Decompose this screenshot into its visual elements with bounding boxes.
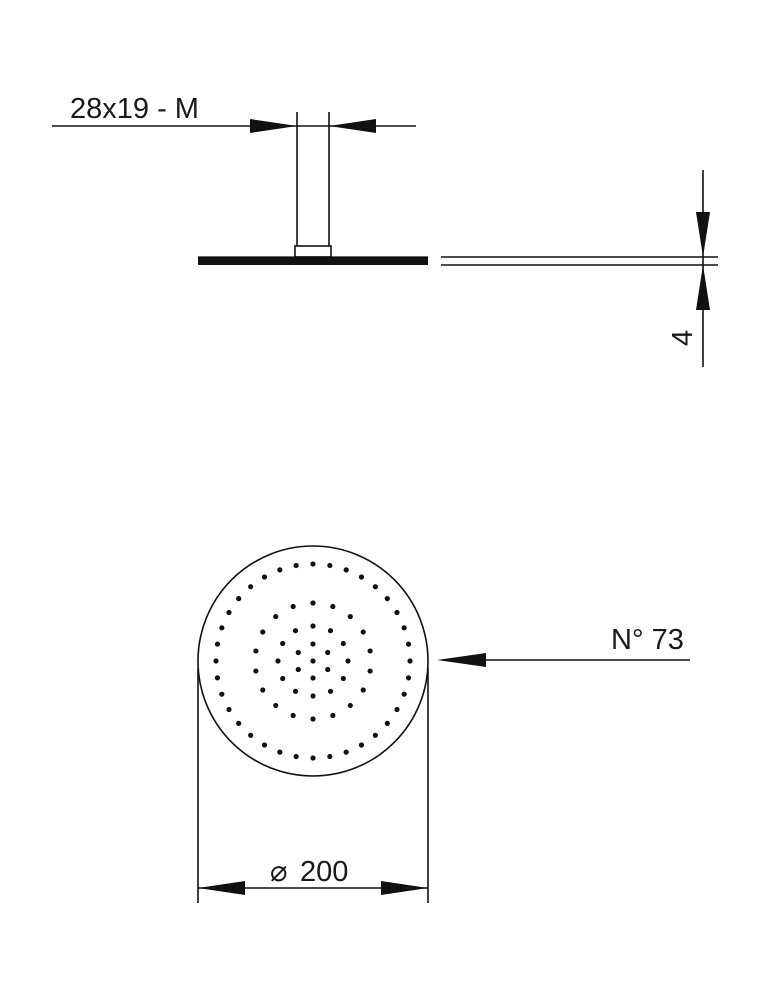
nozzle-dot bbox=[310, 623, 316, 629]
nozzle-dot bbox=[372, 584, 378, 590]
nozzle-dot bbox=[394, 706, 400, 713]
nozzle-dot bbox=[292, 628, 299, 634]
top-view: N° 73 ⌀ 200 bbox=[197, 545, 690, 903]
nozzle-dot bbox=[213, 658, 219, 664]
nozzle-pattern bbox=[213, 561, 413, 761]
pipe bbox=[294, 112, 332, 258]
nozzle-dot bbox=[260, 687, 266, 693]
thickness-arrow-bottom bbox=[696, 265, 710, 310]
nozzle-dot bbox=[248, 584, 254, 590]
nozzle-dot bbox=[327, 628, 334, 634]
nozzle-dot bbox=[261, 574, 268, 580]
shower-head-plate bbox=[198, 257, 428, 265]
fitting-arrow-left bbox=[250, 119, 297, 133]
nozzle-dot bbox=[401, 625, 407, 631]
nozzle-dot bbox=[340, 675, 346, 682]
fitting-arrow-right bbox=[329, 119, 376, 133]
fitting-dimension: 28x19 - M bbox=[52, 93, 416, 133]
nozzle-dot bbox=[310, 600, 316, 606]
nozzle-dot bbox=[367, 648, 373, 654]
nozzle-dot bbox=[226, 609, 232, 616]
nozzle-dot bbox=[253, 648, 259, 654]
nozzle-dot bbox=[280, 675, 286, 682]
nozzle-dot bbox=[330, 603, 336, 610]
shower-head-outline bbox=[197, 545, 429, 777]
nozzle-dot bbox=[330, 712, 336, 719]
pipe-connector bbox=[294, 245, 332, 258]
nozzle-dot bbox=[277, 749, 283, 755]
nozzle-callout-arrow bbox=[437, 653, 486, 667]
nozzle-dot bbox=[325, 649, 331, 656]
nozzle-dot bbox=[358, 742, 365, 748]
nozzle-dot bbox=[360, 629, 366, 635]
nozzle-dot bbox=[405, 641, 412, 647]
thickness-dimension: 4 bbox=[441, 170, 718, 367]
nozzle-dot bbox=[273, 702, 279, 709]
nozzle-dot bbox=[260, 629, 266, 635]
fitting-size-label: 28x19 - M bbox=[70, 93, 199, 125]
nozzle-dot bbox=[405, 675, 412, 681]
nozzle-dot bbox=[327, 688, 334, 694]
nozzle-dot bbox=[219, 625, 225, 631]
diameter-dimension: ⌀ 200 bbox=[197, 668, 429, 903]
nozzle-dot bbox=[292, 688, 299, 694]
nozzle-dot bbox=[248, 732, 254, 738]
nozzle-dot bbox=[343, 567, 349, 573]
nozzle-dot bbox=[310, 755, 316, 761]
thickness-label: 4 bbox=[667, 330, 699, 346]
nozzle-dot bbox=[372, 732, 378, 738]
nozzle-dot bbox=[347, 702, 353, 709]
nozzle-dot bbox=[345, 658, 351, 664]
nozzle-dot bbox=[343, 749, 349, 755]
nozzle-dot bbox=[273, 613, 279, 620]
nozzle-dot bbox=[214, 675, 221, 681]
nozzle-dot bbox=[360, 687, 366, 693]
nozzle-dot bbox=[310, 693, 316, 699]
diameter-symbol: ⌀ bbox=[270, 856, 287, 888]
nozzle-dot bbox=[236, 596, 242, 602]
nozzle-dot bbox=[325, 666, 331, 673]
nozzle-dot bbox=[384, 720, 390, 726]
nozzle-dot bbox=[295, 649, 301, 656]
nozzle-dot bbox=[277, 567, 283, 573]
nozzle-dot bbox=[295, 666, 301, 673]
nozzle-dot bbox=[293, 753, 299, 760]
diameter-label: 200 bbox=[300, 856, 348, 888]
nozzle-dot bbox=[310, 561, 316, 567]
diameter-arrow-right bbox=[381, 881, 428, 895]
nozzle-dot bbox=[394, 609, 400, 616]
nozzle-dot bbox=[401, 691, 407, 697]
nozzle-dot bbox=[358, 574, 365, 580]
nozzle-dot bbox=[310, 716, 316, 722]
nozzle-dot bbox=[275, 658, 281, 664]
nozzle-dot bbox=[219, 691, 225, 697]
nozzle-dot bbox=[367, 668, 373, 674]
nozzle-dot bbox=[327, 562, 333, 569]
nozzle-dot bbox=[280, 640, 286, 647]
nozzle-dot bbox=[327, 753, 333, 760]
nozzle-dot bbox=[236, 720, 242, 726]
nozzle-dot bbox=[290, 712, 296, 719]
nozzle-count-label: N° 73 bbox=[611, 624, 684, 656]
nozzle-dot bbox=[290, 603, 296, 610]
shower-head-profile bbox=[198, 256, 428, 265]
nozzle-dot bbox=[226, 706, 232, 713]
nozzle-dot bbox=[261, 742, 268, 748]
nozzle-dot bbox=[310, 658, 316, 664]
side-view: 28x19 - M 4 bbox=[52, 93, 718, 367]
nozzle-dot bbox=[293, 562, 299, 569]
nozzle-dot bbox=[347, 613, 353, 620]
nozzle-dot bbox=[310, 641, 316, 647]
thickness-arrow-top bbox=[696, 212, 710, 257]
diameter-arrow-left bbox=[198, 881, 245, 895]
nozzle-dot bbox=[407, 658, 413, 664]
nozzle-callout: N° 73 bbox=[437, 624, 690, 667]
nozzle-dot bbox=[310, 675, 316, 681]
nozzle-dot bbox=[214, 641, 221, 647]
nozzle-dot bbox=[340, 640, 346, 647]
nozzle-dot bbox=[384, 596, 390, 602]
nozzle-dot bbox=[253, 668, 259, 674]
